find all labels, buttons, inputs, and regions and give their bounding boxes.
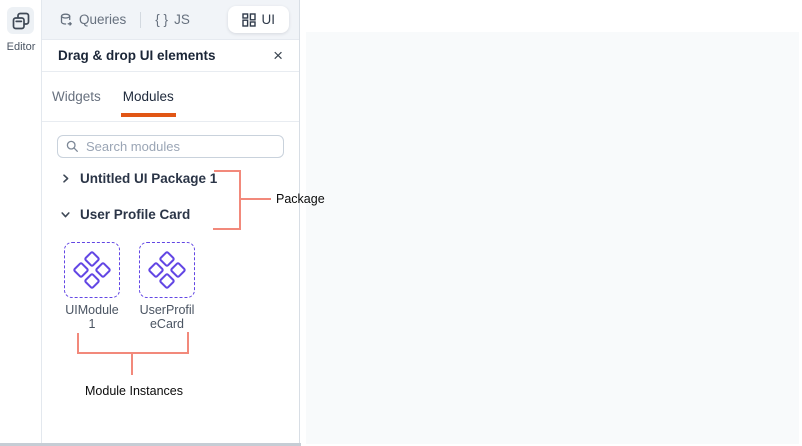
panel-tabs: Widgets Modules bbox=[42, 72, 299, 122]
tab-queries-label: Queries bbox=[79, 12, 127, 27]
package-name: Untitled UI Package 1 bbox=[80, 170, 218, 186]
annotation-bracket-module-instances bbox=[131, 352, 133, 375]
search-input[interactable] bbox=[86, 139, 275, 154]
annotation-bracket-package bbox=[213, 228, 241, 230]
annotation-bracket-package bbox=[239, 170, 241, 230]
module-diamonds-icon bbox=[71, 249, 113, 291]
chevron-right-icon bbox=[60, 173, 71, 184]
panel-header: Drag & drop UI elements × bbox=[42, 40, 299, 72]
package-row-user-profile-card[interactable]: User Profile Card bbox=[42, 196, 299, 232]
panel-title: Drag & drop UI elements bbox=[58, 48, 216, 63]
editor-segment-button[interactable] bbox=[7, 7, 34, 34]
left-rail: Editor bbox=[0, 0, 42, 444]
module-card-userprofilecard[interactable] bbox=[139, 242, 195, 298]
module-cards-row bbox=[42, 242, 299, 298]
package-list: Untitled UI Package 1 User Profile Card bbox=[42, 160, 299, 232]
search-icon bbox=[66, 140, 79, 153]
module-labels-row: UIModule 1 UserProfileCard bbox=[42, 303, 299, 331]
annotation-bracket-package bbox=[241, 198, 271, 200]
package-row-untitled-ui-package-1[interactable]: Untitled UI Package 1 bbox=[42, 160, 299, 196]
annotation-bracket-package bbox=[214, 170, 241, 172]
package-name: User Profile Card bbox=[80, 206, 191, 222]
database-icon bbox=[59, 13, 73, 27]
topbar-divider bbox=[140, 11, 142, 28]
editor-pages-icon bbox=[11, 11, 31, 31]
ui-elements-panel: Queries { } JS UI Drag & drop UI element… bbox=[42, 0, 300, 444]
annotation-bracket-module-instances bbox=[77, 352, 189, 354]
module-card-uimodule-1[interactable] bbox=[64, 242, 120, 298]
tab-modules[interactable]: Modules bbox=[120, 89, 176, 117]
tab-widgets[interactable]: Widgets bbox=[52, 89, 101, 104]
editor-segment-topbar: Queries { } JS UI bbox=[42, 0, 299, 40]
braces-icon: { } bbox=[155, 12, 169, 27]
annotation-package-label: Package bbox=[276, 192, 325, 206]
tab-queries[interactable]: Queries bbox=[59, 12, 126, 27]
tab-ui[interactable]: UI bbox=[227, 6, 289, 33]
chevron-down-icon bbox=[60, 209, 71, 220]
tab-ui-label: UI bbox=[261, 12, 276, 27]
module-diamonds-icon bbox=[146, 249, 188, 291]
tab-js[interactable]: { } JS bbox=[155, 12, 190, 27]
module-label: UIModule 1 bbox=[65, 303, 119, 331]
module-label: UserProfileCard bbox=[139, 303, 195, 331]
app-canvas[interactable] bbox=[306, 32, 799, 444]
close-icon[interactable]: × bbox=[273, 46, 283, 65]
annotation-bracket-module-instances bbox=[187, 332, 189, 354]
annotation-bracket-module-instances bbox=[77, 333, 79, 354]
editor-label: Editor bbox=[6, 41, 36, 53]
window-bottom-edge bbox=[0, 443, 301, 446]
tab-js-label: JS bbox=[174, 12, 190, 27]
annotation-module-instances-label: Module Instances bbox=[85, 384, 183, 398]
search-box bbox=[57, 135, 284, 158]
dashboard-icon bbox=[241, 12, 256, 27]
